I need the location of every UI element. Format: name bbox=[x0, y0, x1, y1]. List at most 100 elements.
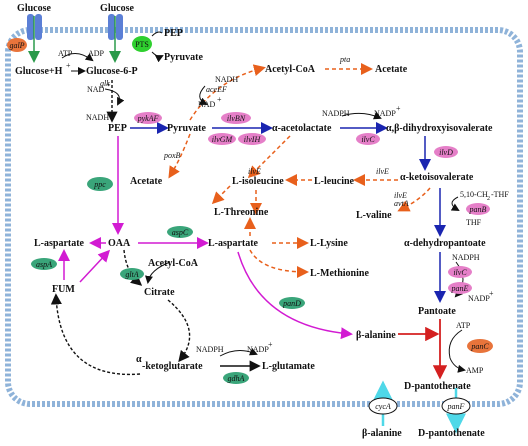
dehydropantoate-label: α-dehydropantoate bbox=[404, 238, 486, 249]
glta-label: gltA bbox=[125, 270, 138, 279]
amp-pan-label: AMP bbox=[466, 366, 484, 375]
thf-donor-label: 5,10-CH bbox=[460, 190, 488, 199]
glta-enzyme bbox=[120, 268, 144, 280]
galp-enzyme bbox=[7, 38, 27, 52]
aspa-enzyme bbox=[31, 258, 57, 270]
glk-label: glk bbox=[100, 79, 110, 88]
glucose-right-label: Glucose bbox=[100, 3, 134, 14]
ilvbn-enzyme bbox=[221, 112, 251, 124]
cyca-label: cycA bbox=[375, 402, 391, 411]
ilve-3-label: ilvE bbox=[394, 191, 407, 200]
nadh-1-label: NADH bbox=[86, 113, 109, 122]
avta-label: avtA bbox=[394, 199, 409, 208]
ilvgm-label: ilvGM bbox=[212, 135, 234, 144]
isoleucine-label: L-isoleucine bbox=[232, 176, 284, 187]
d-pantothenate-ext-label: D-pantothenate bbox=[418, 428, 485, 439]
ppc-enzyme bbox=[87, 177, 113, 191]
glutamate-label: L-glutamate bbox=[262, 361, 315, 372]
pand-label: panD bbox=[282, 299, 301, 308]
pane-enzyme bbox=[448, 282, 472, 294]
poxb-label: poxB bbox=[163, 151, 181, 160]
panf-transporter bbox=[441, 397, 471, 415]
cyca-transporter bbox=[368, 397, 398, 415]
fum-label: FUM bbox=[52, 284, 75, 295]
ilvih-enzyme bbox=[238, 133, 266, 145]
valine-label: L-valine bbox=[356, 210, 392, 221]
lysine-label: L-Lysine bbox=[310, 238, 348, 249]
gdha-label: gdhA bbox=[228, 374, 245, 383]
thf-label: THF bbox=[466, 218, 482, 227]
l-aspartate-left-label: L-aspartate bbox=[34, 238, 85, 249]
oaa-label: OAA bbox=[108, 238, 131, 249]
panb-label: panB bbox=[469, 205, 487, 214]
ilvd-enzyme bbox=[434, 146, 458, 158]
ilvd-label: ilvD bbox=[439, 148, 453, 157]
nadh-2-label: NADH bbox=[215, 75, 238, 84]
pyruvate-outside-label: Pyruvate bbox=[164, 52, 203, 63]
dihydroxy-label: α,β-dihydroxyisovalerate bbox=[386, 123, 493, 134]
methionine-label: L-Methionine bbox=[310, 268, 369, 279]
nad-plus-1-sup: + bbox=[106, 80, 111, 89]
nadp-3-sup: + bbox=[268, 340, 273, 349]
cell-membrane bbox=[5, 27, 523, 407]
glucose-h-label: Glucose+H bbox=[15, 66, 63, 77]
beta-alanine-ext-label: β-alanine bbox=[362, 428, 402, 439]
adp-top-label: ADP bbox=[88, 49, 105, 58]
pts-transporter-icon bbox=[108, 14, 123, 40]
pep-outside-label: PEP bbox=[164, 28, 183, 39]
nadp-1-sup: + bbox=[396, 104, 401, 113]
thf-donor-sub: 2 bbox=[487, 196, 490, 202]
panf-label: panF bbox=[447, 402, 465, 411]
nadph-1-label: NADPH bbox=[322, 109, 350, 118]
pykaf-label: pykAF bbox=[137, 114, 159, 123]
ppc-label: ppc bbox=[93, 180, 106, 189]
ilvih-label: ilvIH bbox=[244, 135, 262, 144]
atp-top-label: ATP bbox=[58, 49, 73, 58]
acetolactate-label: α-acetolactate bbox=[272, 123, 332, 134]
ketoglutarate-alpha: α bbox=[136, 354, 142, 365]
pantoate-label: Pantoate bbox=[418, 306, 456, 317]
glucose6p-label: Glucose-6-P bbox=[86, 66, 138, 77]
aspc-label: aspC bbox=[172, 228, 189, 237]
nadp-3-label: NADP bbox=[247, 345, 269, 354]
gdha-enzyme bbox=[223, 372, 249, 384]
ilvc-1-enzyme bbox=[356, 133, 380, 145]
panb-enzyme bbox=[466, 203, 490, 215]
pyruvate-label: Pyruvate bbox=[167, 123, 206, 134]
nad-plus-2-label: NAD bbox=[198, 100, 216, 109]
pta-label: pta bbox=[339, 55, 350, 64]
glucose-transporter-icon bbox=[27, 14, 42, 40]
acetate-mid-label: Acetate bbox=[130, 176, 163, 187]
panc-label: panC bbox=[470, 342, 489, 351]
ketoisovalerate-label: α-ketoisovalerate bbox=[400, 172, 474, 183]
galp-label: galP bbox=[9, 41, 24, 50]
pts-label: PTS bbox=[135, 40, 149, 49]
thf-donor-tail: -THF bbox=[491, 190, 509, 199]
ilvc-2-enzyme bbox=[448, 266, 472, 278]
nadph-2-label: NADPH bbox=[452, 253, 480, 262]
acetyl-coa-top-label: Acetyl-CoA bbox=[265, 64, 316, 75]
nadp-1-label: NADP bbox=[374, 109, 396, 118]
nadp-2-sup: + bbox=[489, 289, 494, 298]
atp-pan-label: ATP bbox=[456, 321, 471, 330]
l-aspartate-mid-label: L-aspartate bbox=[208, 238, 259, 249]
pykaf-enzyme bbox=[134, 112, 162, 124]
nadph-3-label: NADPH bbox=[196, 345, 224, 354]
acetyl-coa-mid-label: Acetyl-CoA bbox=[148, 258, 199, 269]
acetate-top-label: Acetate bbox=[375, 64, 408, 75]
ilvbn-label: ilvBN bbox=[227, 114, 246, 123]
ilve-2-label: ilvE bbox=[376, 167, 389, 176]
d-pantothenate-label: D-pantothenate bbox=[404, 381, 471, 392]
pts-enzyme bbox=[132, 36, 152, 52]
beta-alanine-label: β-alanine bbox=[356, 330, 396, 341]
aspa-label: aspA bbox=[36, 260, 52, 269]
threonine-label: L-Threonine bbox=[214, 207, 269, 218]
nadp-2-label: NADP bbox=[468, 294, 490, 303]
pand-enzyme bbox=[279, 297, 305, 309]
nad-plus-1-label: NAD bbox=[87, 85, 105, 94]
aspc-enzyme bbox=[167, 226, 193, 238]
ilvgm-enzyme bbox=[208, 133, 236, 145]
ketoglutarate-label: -ketoglutarate bbox=[142, 361, 203, 372]
